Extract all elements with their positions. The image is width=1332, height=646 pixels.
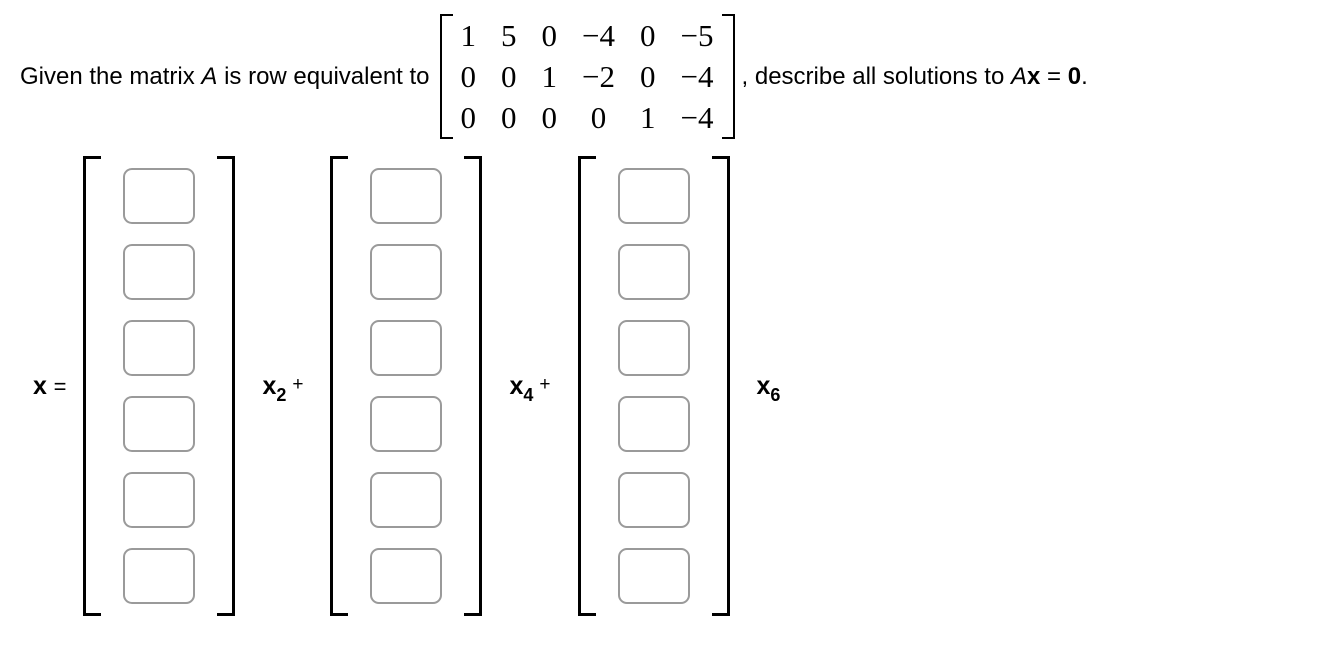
basis-vector-3 — [577, 156, 730, 616]
x2-subscript: 2 — [276, 384, 287, 405]
vector-2-entry-2[interactable] — [370, 244, 443, 300]
vector-2-entries — [348, 156, 464, 616]
problem-statement: Given the matrix A is row equivalent to … — [0, 0, 1332, 139]
term-label-x2: x2+ — [262, 371, 304, 404]
matrix-cell: 0 — [460, 100, 477, 135]
matrix-cell: −4 — [582, 18, 616, 53]
matrix-cell: 5 — [501, 18, 517, 53]
matrix-cell: −5 — [680, 18, 714, 53]
matrix-right-bracket — [721, 14, 735, 139]
statement-middle: is row equivalent to — [217, 62, 430, 90]
matrix-cell: 0 — [590, 100, 607, 135]
x2-variable: x — [262, 371, 277, 400]
vector-3-left-bracket — [577, 156, 596, 616]
vector-3-entry-1[interactable] — [617, 168, 690, 224]
vector-3-right-bracket — [711, 156, 730, 616]
matrix-cell: 1 — [460, 18, 477, 53]
vector-3-entry-5[interactable] — [617, 472, 690, 528]
matrix-grid: 1 5 0 −4 0 −5 0 0 1 −2 0 −4 0 0 0 0 1 −4 — [453, 14, 722, 139]
x6-subscript: 6 — [770, 384, 781, 405]
vector-3-entry-2[interactable] — [617, 244, 690, 300]
matrix-cell: −4 — [680, 59, 714, 94]
vector-1-entry-3[interactable] — [123, 320, 196, 376]
matrix-cell: 0 — [501, 100, 517, 135]
vector-1-entry-2[interactable] — [123, 244, 196, 300]
equation-zero: 0 — [1067, 62, 1082, 90]
statement-prefix: Given the matrix — [20, 62, 202, 90]
equation-equals: = — [1040, 62, 1068, 90]
term-label-x6: x6 — [756, 371, 787, 404]
vector-3-entry-4[interactable] — [617, 396, 690, 452]
matrix-symbol: A — [201, 62, 218, 90]
matrix-cell: −4 — [680, 100, 714, 135]
x6-variable: x — [756, 371, 771, 400]
equation-matrix-symbol: A — [1010, 62, 1027, 90]
vector-2-entry-4[interactable] — [370, 396, 443, 452]
answer-region: x = x2+ — [33, 156, 1332, 616]
vector-1-entry-6[interactable] — [123, 548, 196, 604]
x4-subscript: 4 — [523, 384, 534, 405]
row-equivalent-matrix: 1 5 0 −4 0 −5 0 0 1 −2 0 −4 0 0 0 0 1 −4 — [439, 14, 735, 139]
matrix-cell: 1 — [541, 59, 558, 94]
vector-1-right-bracket — [217, 156, 236, 616]
matrix-cell: 0 — [460, 59, 477, 94]
vector-3-entries — [596, 156, 712, 616]
vector-2-entry-5[interactable] — [370, 472, 443, 528]
matrix-cell: 1 — [640, 100, 656, 135]
plus-operator-2: + — [539, 373, 551, 395]
statement-describe: describe all solutions to — [754, 62, 1011, 90]
vector-2-left-bracket — [330, 156, 349, 616]
x-equals-label: x = — [33, 372, 66, 401]
matrix-cell: 0 — [640, 59, 656, 94]
vector-1-entry-4[interactable] — [123, 396, 196, 452]
x4-variable: x — [509, 371, 524, 400]
vector-2-entry-3[interactable] — [370, 320, 443, 376]
matrix-cell: 0 — [501, 59, 517, 94]
vector-2-right-bracket — [464, 156, 483, 616]
math-problem-page: Given the matrix A is row equivalent to … — [0, 0, 1332, 616]
vector-3-entry-6[interactable] — [617, 548, 690, 604]
vector-1-entry-5[interactable] — [123, 472, 196, 528]
term-label-x4: x4+ — [509, 371, 551, 404]
statement-period: . — [1081, 62, 1088, 90]
statement-comma: , — [741, 62, 755, 90]
vector-1-left-bracket — [83, 156, 102, 616]
basis-vector-2 — [330, 156, 483, 616]
vector-1-entries — [101, 156, 217, 616]
matrix-cell: −2 — [582, 59, 616, 94]
x-symbol: x — [33, 371, 47, 400]
matrix-cell: 0 — [640, 18, 656, 53]
basis-vector-1 — [83, 156, 236, 616]
plus-operator-1: + — [292, 373, 304, 395]
matrix-cell: 0 — [541, 18, 558, 53]
vector-1-entry-1[interactable] — [123, 168, 196, 224]
matrix-cell: 0 — [541, 100, 558, 135]
matrix-left-bracket — [439, 14, 453, 139]
equation-x-symbol: x — [1027, 62, 1041, 90]
equals-sign: = — [53, 373, 67, 399]
vector-3-entry-3[interactable] — [617, 320, 690, 376]
vector-2-entry-1[interactable] — [370, 168, 443, 224]
vector-2-entry-6[interactable] — [370, 548, 443, 604]
